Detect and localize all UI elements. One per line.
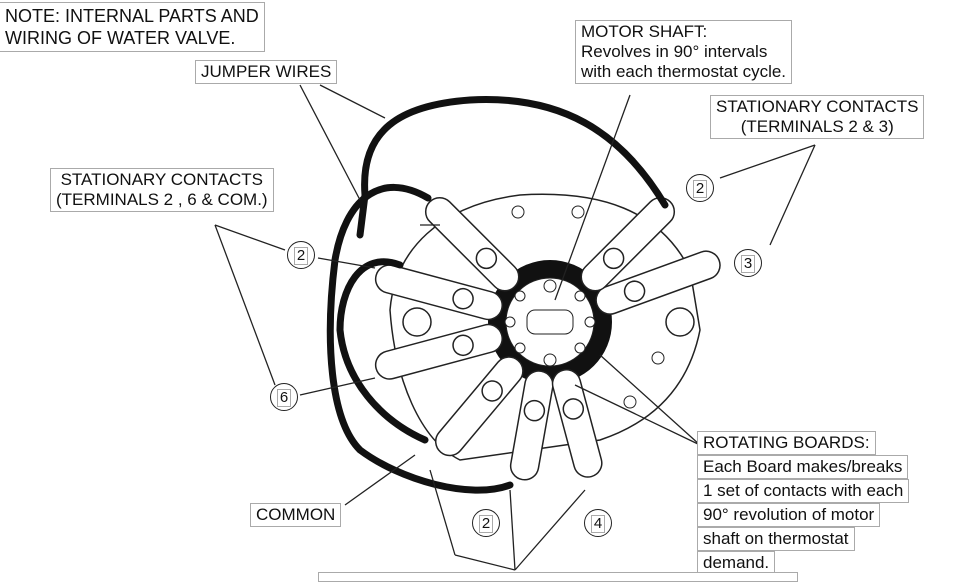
terminal-left-2: 2	[287, 241, 315, 269]
contact-arms	[374, 196, 721, 481]
terminal-left-6: 6	[270, 383, 298, 411]
motor-shaft-label: MOTOR SHAFT: Revolves in 90° intervals w…	[575, 20, 793, 84]
terminal-right-3: 3	[734, 249, 762, 277]
stationary-contacts-right-label: STATIONARY CONTACTS (TERMINALS 2 & 3)	[710, 95, 925, 139]
common-label: COMMON	[250, 503, 342, 527]
rotating-boards-label: ROTATING BOARDS: Each Board makes/breaks…	[697, 431, 910, 575]
terminal-bottom-4: 4	[584, 509, 612, 537]
mount-hole-right	[665, 307, 695, 337]
leader-lines	[214, 84, 816, 571]
mount-hole-left	[402, 307, 432, 337]
terminal-right-2: 2	[686, 174, 714, 202]
jumper-wires	[326, 96, 669, 494]
stationary-contacts-left-label: STATIONARY CONTACTS (TERMINALS 2 , 6 & C…	[50, 168, 274, 212]
jumper-wires-label: JUMPER WIRES	[195, 60, 338, 84]
note-label: NOTE: INTERNAL PARTS AND WIRING OF WATER…	[0, 2, 265, 52]
motor-shaft	[526, 309, 574, 335]
bottom-label-box	[318, 572, 798, 582]
terminal-bottom-2: 2	[472, 509, 500, 537]
